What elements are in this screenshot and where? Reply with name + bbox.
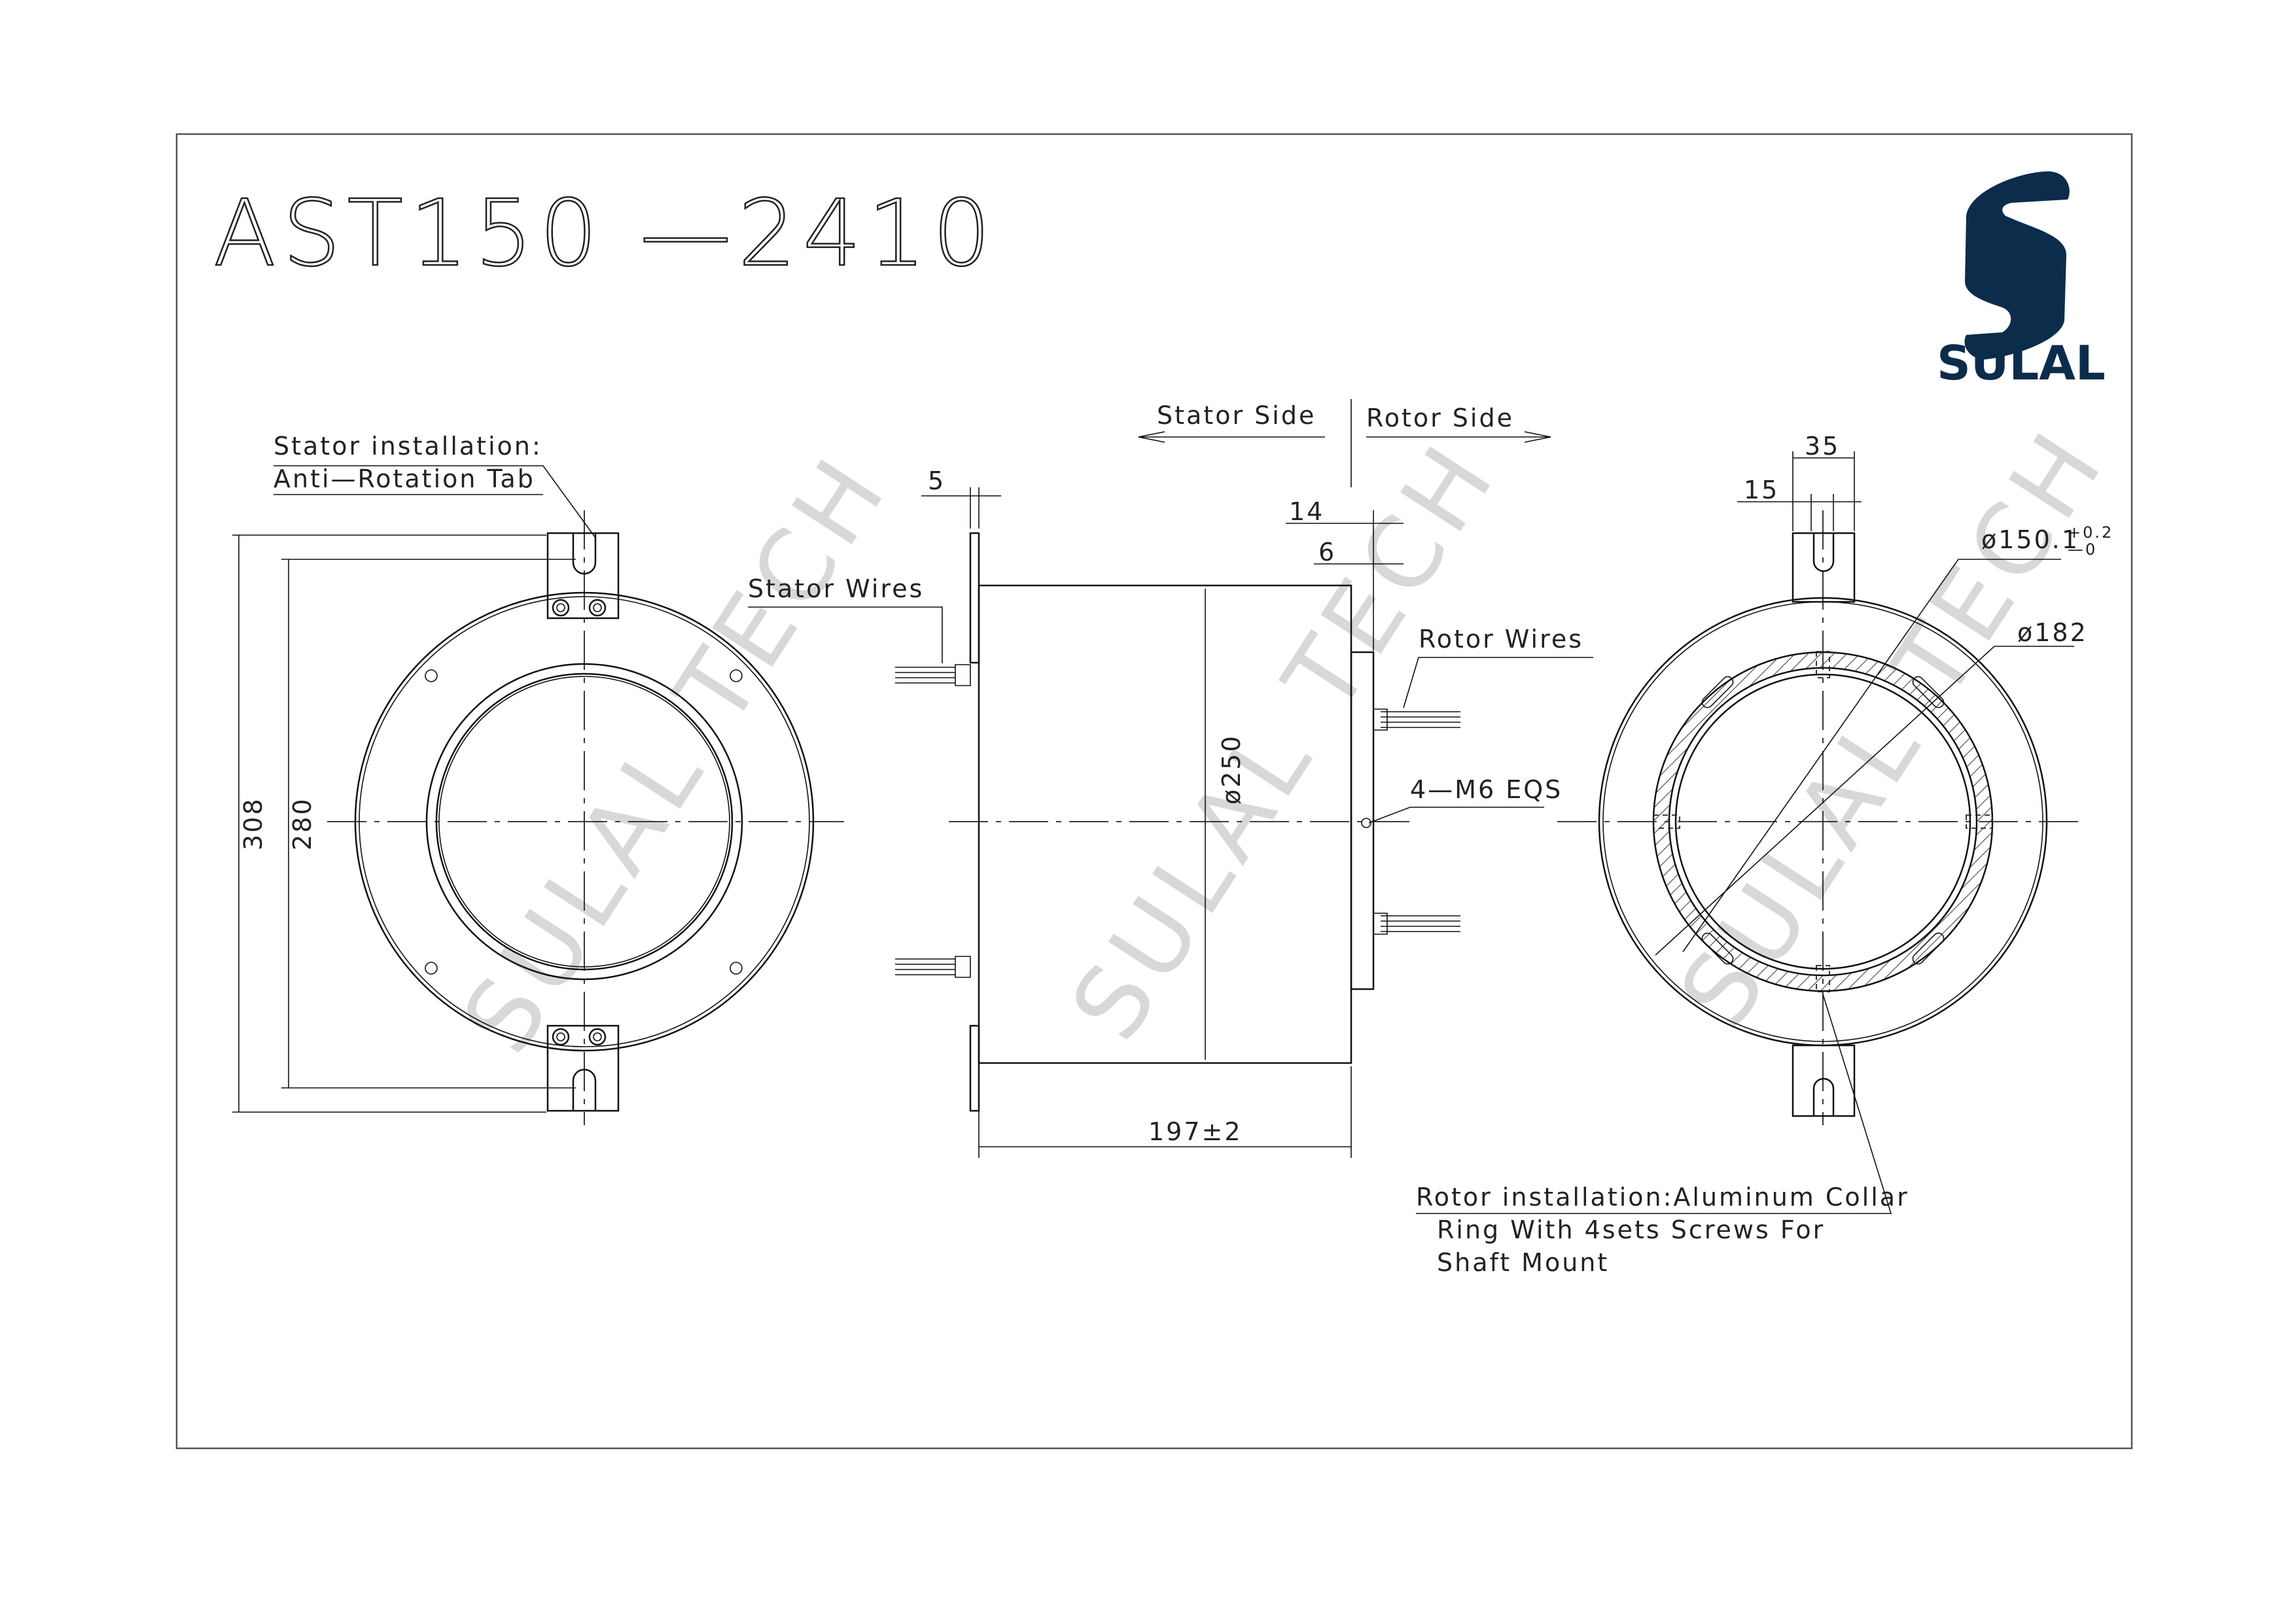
tolerance-minus: —0: [2068, 540, 2097, 559]
watermark-left: SULAL TECH: [441, 434, 911, 1072]
dim-35: 35: [1805, 432, 1840, 461]
rotor-side-label: Rotor Side: [1366, 404, 1514, 432]
drawing-frame: [175, 133, 2133, 1450]
rotor-end-view: 35 15 ø150.1 +0.2 —0 ø182 Rotor installa…: [1416, 432, 2113, 1277]
anti-rotation-tab-bottom: [546, 1024, 620, 1112]
dim-length-197: 197±2: [1148, 1117, 1243, 1146]
watermark-middle: SULAL TECH: [1050, 421, 1519, 1059]
drawing-title: AST150 —2410: [213, 181, 997, 287]
dim-182: ø182: [2017, 618, 2088, 647]
dim-14: 14: [1289, 497, 1324, 526]
dim-6: 6: [1318, 538, 1336, 567]
dim-diameter-250: ø250: [1217, 734, 1246, 805]
stator-end-view: 308 280 Stator installation: Anti—Rotati…: [232, 432, 844, 1125]
rotor-wires-label: Rotor Wires: [1419, 625, 1583, 654]
dim-15: 15: [1744, 476, 1779, 504]
tolerance-plus: +0.2: [2068, 523, 2113, 542]
logo-s-mark: [1964, 171, 2070, 360]
dim-bore-150: ø150.1: [1981, 525, 2079, 554]
stator-side-label: Stator Side: [1157, 401, 1316, 430]
rotor-installation-note-2: Ring With 4sets Screws For: [1437, 1215, 1825, 1244]
stator-installation-note-2: Anti—Rotation Tab: [274, 464, 535, 493]
rotor-wires: [1373, 708, 1460, 935]
anti-rotation-tab-top: [546, 532, 620, 620]
sulal-logo: SULAL: [1937, 171, 2106, 391]
screws-label: 4—M6 EQS: [1410, 775, 1563, 804]
dim-5: 5: [928, 466, 945, 495]
stator-installation-note-1: Stator installation:: [274, 432, 542, 461]
dim-280: 280: [288, 797, 317, 850]
stator-wires-label: Stator Wires: [748, 574, 924, 603]
side-view: Stator Side Rotor Side 5 14 6 Stator Wir…: [748, 399, 1593, 1158]
rotor-installation-note-3: Shaft Mount: [1437, 1248, 1609, 1277]
dim-308: 308: [239, 797, 268, 850]
rotor-installation-note-1: Rotor installation:Aluminum Collar: [1416, 1183, 1909, 1212]
logo-text: SULAL: [1937, 336, 2106, 391]
stator-wires: [895, 664, 971, 978]
